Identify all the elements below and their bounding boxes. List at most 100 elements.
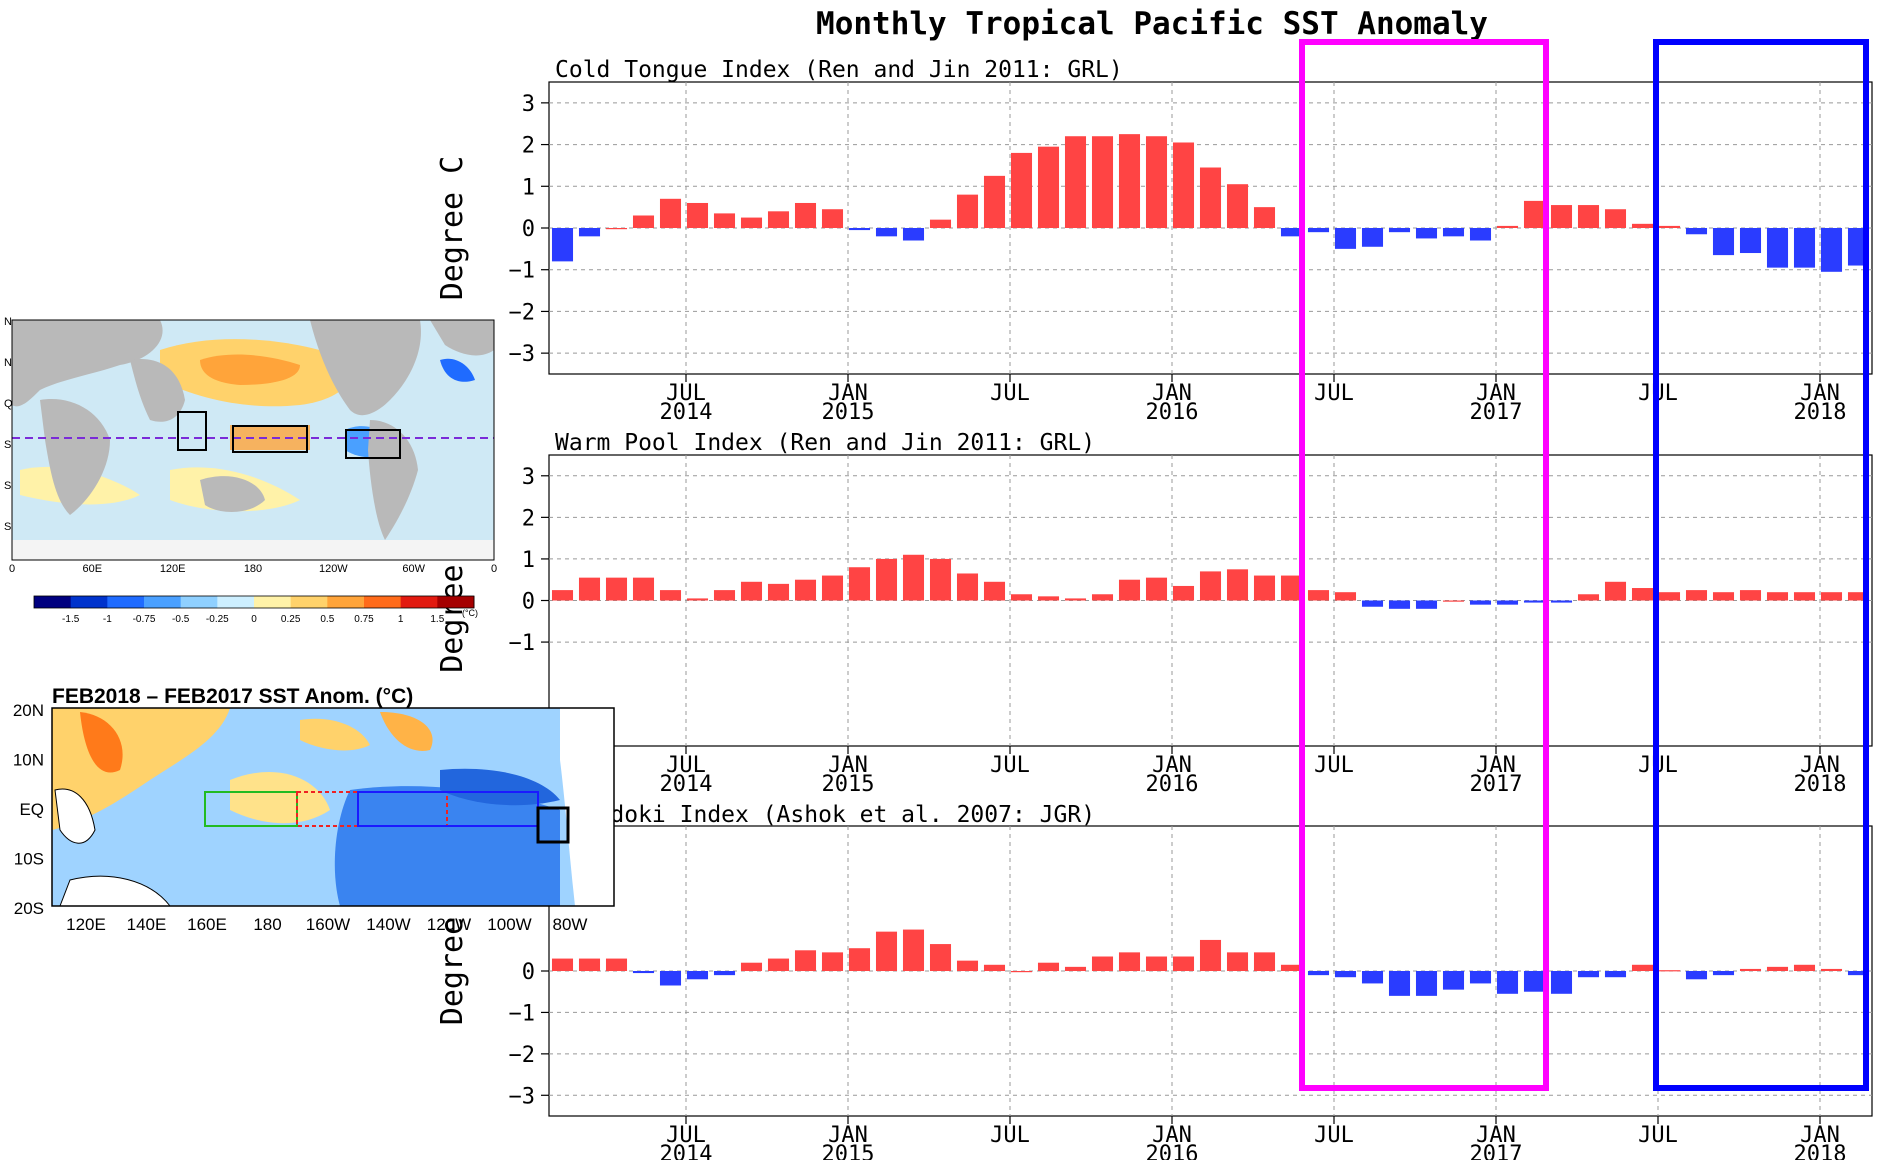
bar	[1442, 971, 1465, 990]
map2-warm-region	[230, 771, 330, 824]
x-tick-month: JUL	[666, 753, 706, 778]
bar	[1361, 971, 1384, 984]
x-tick-year: 2015	[822, 400, 875, 425]
panel-title: O-Modoki Index (Ashok et al. 2007: JGR)	[555, 802, 1095, 828]
bar	[1577, 205, 1600, 228]
bar	[1118, 134, 1141, 228]
colorbar-label: 0.5	[320, 614, 334, 625]
bar	[821, 209, 844, 228]
bar	[1739, 590, 1762, 601]
bar	[1199, 571, 1222, 601]
bar	[1712, 228, 1735, 256]
x-tick-month: JAN	[1476, 753, 1516, 778]
y-tick-label: −1	[509, 1001, 536, 1026]
map1-lat-label: N	[4, 316, 12, 328]
x-tick-month: JUL	[1638, 1123, 1678, 1148]
panel-title: Warm Pool Index (Ren and Jin 2011: GRL)	[555, 430, 1095, 456]
y-tick-label: −2	[509, 1043, 536, 1068]
bar	[1820, 228, 1843, 272]
bar	[1442, 228, 1465, 237]
map2-land-islands	[54, 788, 96, 844]
map1-lon-label: 120W	[319, 563, 348, 575]
map1-lon-label: 0	[491, 563, 497, 575]
map2-frame	[51, 707, 615, 907]
bar	[1253, 207, 1276, 228]
bar	[1658, 592, 1681, 601]
map1-land-europe	[430, 320, 494, 356]
bar	[686, 971, 709, 980]
map1-index-box	[177, 411, 207, 451]
bar	[1820, 592, 1843, 601]
colorbar-label: 0.75	[354, 614, 374, 625]
bar	[929, 944, 952, 971]
map1-land-antarctica	[12, 540, 494, 560]
bar	[578, 958, 601, 971]
x-tick-month: JAN	[1800, 753, 1840, 778]
bar	[1334, 592, 1357, 601]
bar	[1010, 594, 1033, 601]
map1-lat-label: Q	[4, 398, 13, 410]
map1-land-north-america	[310, 320, 421, 416]
map1-index-box	[232, 425, 308, 453]
bar	[1415, 971, 1438, 996]
colorbar-swatch	[180, 596, 218, 608]
bar	[1226, 184, 1249, 228]
x-tick-month: JAN	[1152, 1123, 1192, 1148]
bar	[1118, 952, 1141, 971]
x-tick-year: 2016	[1146, 400, 1199, 425]
bar	[1064, 598, 1087, 601]
bar	[1469, 600, 1492, 605]
bar	[1388, 228, 1411, 233]
bar	[1712, 592, 1735, 601]
y-tick-label: −1	[509, 631, 536, 656]
y-tick-label: 0	[522, 960, 535, 985]
x-tick-year: 2014	[660, 772, 713, 797]
bar	[983, 581, 1006, 601]
bar	[632, 971, 655, 974]
x-tick-year: 2015	[822, 1142, 875, 1160]
map2-lat-label: 20S	[14, 899, 44, 918]
bar	[848, 567, 871, 601]
bar	[1577, 594, 1600, 601]
bar	[1766, 966, 1789, 971]
bar	[659, 198, 682, 228]
x-tick-year: 2018	[1794, 400, 1847, 425]
map2-lon-label: 80W	[553, 915, 588, 934]
bar	[875, 228, 898, 237]
bar	[1550, 205, 1573, 228]
colorbar-label: 1	[398, 614, 404, 625]
x-tick-year: 2016	[1146, 772, 1199, 797]
bar	[551, 958, 574, 971]
bar	[929, 219, 952, 228]
map2-warm-region	[300, 718, 370, 751]
bar	[605, 958, 628, 971]
map2-cool-region	[334, 786, 560, 906]
bar	[1496, 971, 1519, 994]
warm-pool-index-chart: Warm Pool Index (Ren and Jin 2011: GRL)3…	[435, 430, 1873, 797]
colorbar-label: -1.5	[62, 614, 80, 625]
bar	[902, 554, 925, 601]
x-tick-month: JAN	[1152, 381, 1192, 406]
y-tick-label: 3	[522, 92, 535, 117]
x-tick-year: 2014	[660, 400, 713, 425]
bar	[821, 952, 844, 971]
colorbar-swatch	[364, 596, 402, 608]
x-tick-year: 2016	[1146, 1142, 1199, 1160]
highlight-box-magenta	[1299, 39, 1549, 1091]
bar	[605, 577, 628, 601]
bar	[1496, 225, 1519, 228]
bar	[767, 958, 790, 971]
map1-land-africa	[40, 399, 110, 515]
bar	[686, 598, 709, 601]
bar	[1037, 146, 1060, 228]
main-title: Monthly Tropical Pacific SST Anomaly	[816, 6, 1488, 42]
bar	[1253, 952, 1276, 971]
map2-cool-region	[440, 768, 560, 806]
bar	[956, 194, 979, 228]
bar	[632, 577, 655, 601]
bar	[632, 215, 655, 228]
y-tick-label: 0	[522, 590, 535, 615]
